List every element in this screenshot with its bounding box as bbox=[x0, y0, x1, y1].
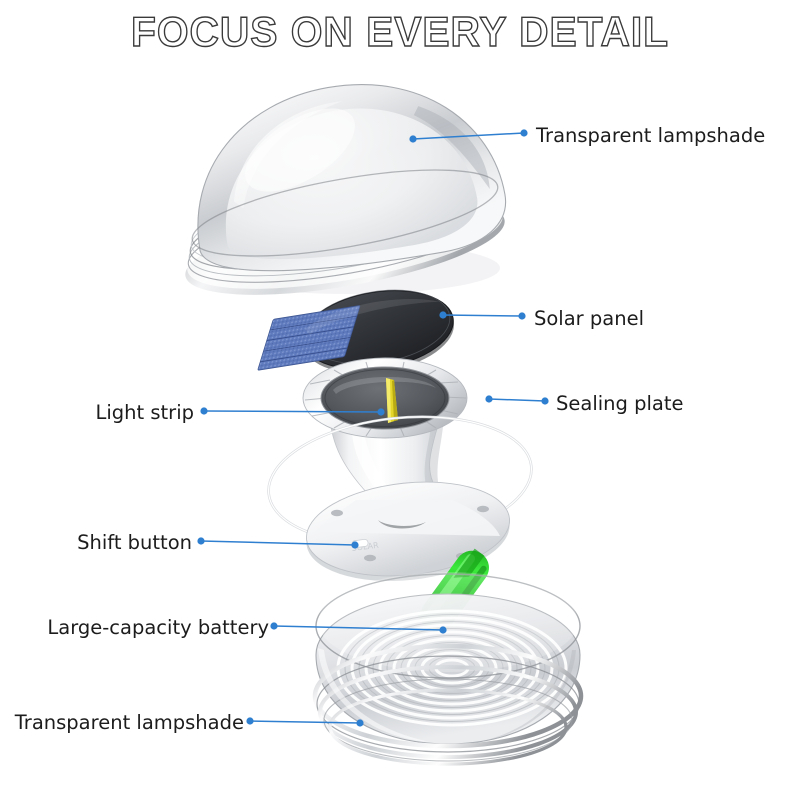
callout-transparent-lampshade-top: Transparent lampshade bbox=[536, 124, 766, 147]
callout-sealing-plate: Sealing plate bbox=[556, 392, 684, 415]
bowl-rim-rings bbox=[312, 643, 584, 766]
callout-large-capacity-battery: Large-capacity battery bbox=[47, 616, 269, 639]
solar-cell-array bbox=[257, 305, 361, 371]
page-title: FOCUS ON EVERY DETAIL bbox=[130, 7, 669, 55]
callout-light-strip: Light strip bbox=[95, 401, 194, 424]
part-solar-panel bbox=[257, 289, 454, 374]
callout-solar-panel: Solar panel bbox=[534, 307, 644, 330]
part-top-dome bbox=[185, 84, 507, 295]
part-bottom-bowl bbox=[312, 572, 584, 766]
part-sealing-plate: SOLAR bbox=[267, 415, 533, 581]
part-shift-button[interactable] bbox=[351, 539, 369, 548]
callout-shift-button: Shift button bbox=[77, 531, 192, 554]
part-cup-body bbox=[302, 357, 468, 545]
part-light-strip bbox=[386, 378, 398, 423]
callout-transparent-lampshade-bottom: Transparent lampshade bbox=[14, 711, 244, 734]
